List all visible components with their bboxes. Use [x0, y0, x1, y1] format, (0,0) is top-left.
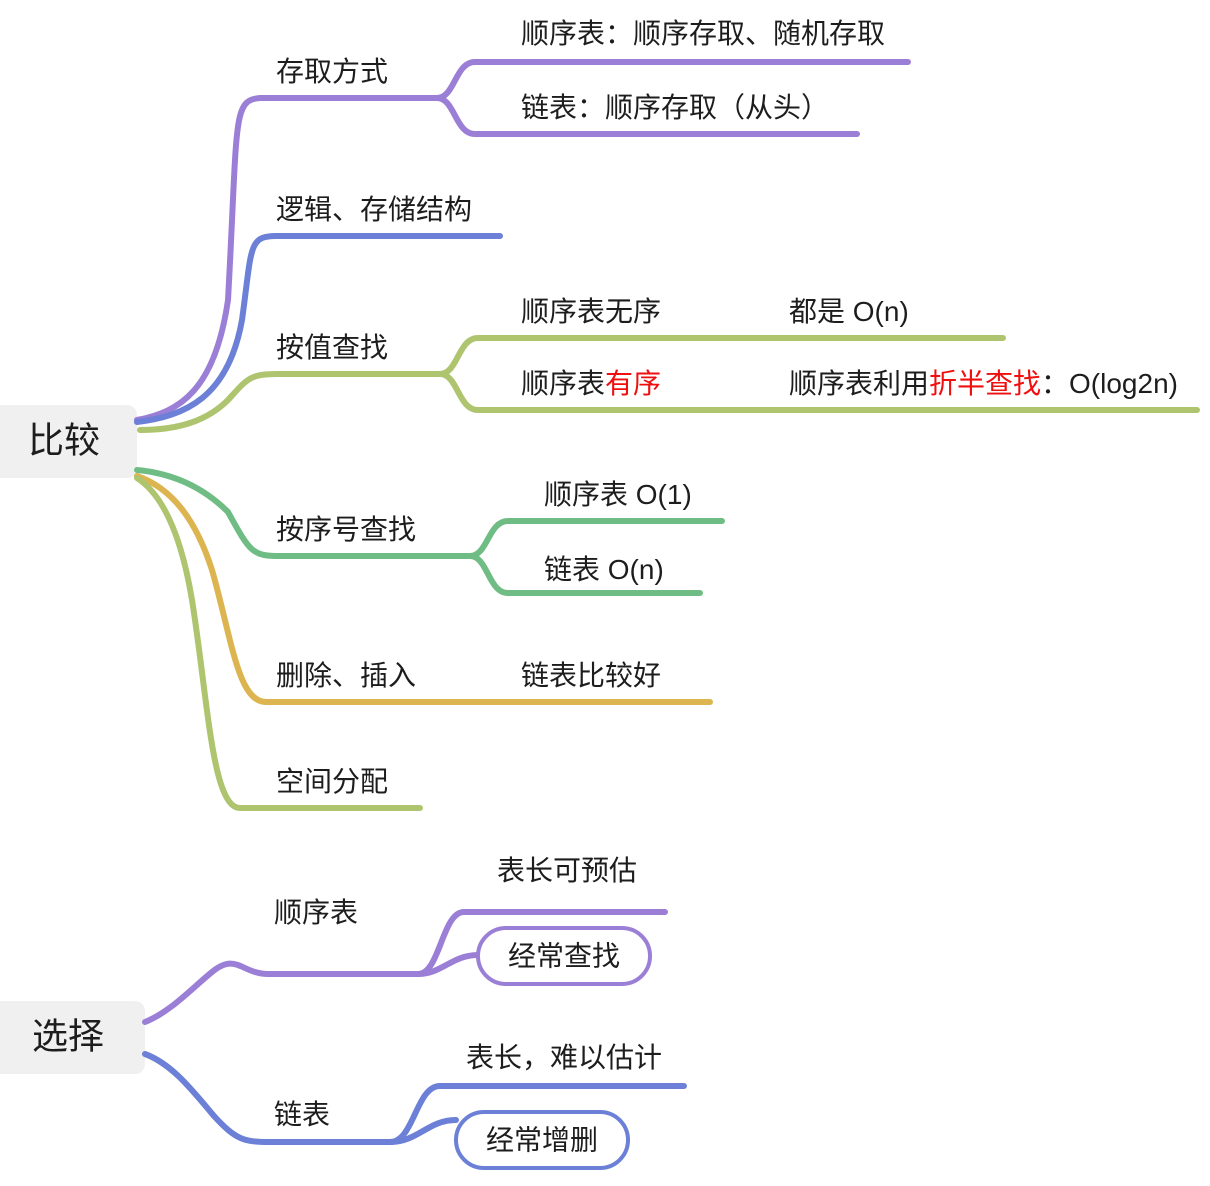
pill-often-search-box: [476, 926, 652, 986]
branch-search-by-value-label: 按值查找: [276, 332, 388, 363]
leaf-seq-ordered-part-0: 顺序表: [521, 368, 605, 399]
leaf-seq-ordered-note-2: ：O(log2n): [1041, 368, 1178, 399]
branch-search-by-value-line: [137, 371, 443, 433]
branch-space-allocation-line: [134, 475, 423, 811]
leaf-seq-ordered-label: 顺序表有序: [521, 368, 661, 399]
leaf-seq-access-label: 顺序表：顺序存取、随机存取: [521, 18, 885, 49]
branch-choose-linkedlist-label: 链表: [274, 1099, 330, 1130]
child-often-modify-connector: [387, 1117, 459, 1145]
branch-logic-storage[interactable]: 逻辑、存储结构: [134, 194, 503, 425]
branch-access-mode[interactable]: 存取方式 顺序表：顺序存取、随机存取 链表：顺序存取（从头）: [134, 18, 911, 423]
child-link-index-line: [467, 553, 703, 596]
pill-often-search-label: 经常查找: [508, 940, 620, 971]
pill-often-modify-box: [454, 1110, 630, 1170]
branch-search-by-index[interactable]: 按序号查找 顺序表 O(1) 链表 O(n): [134, 467, 725, 596]
root-node-choose[interactable]: 选择: [0, 1001, 145, 1074]
branch-search-by-value[interactable]: 按值查找 顺序表无序 都是 O(n) 顺序表有序 顺序表利用折半查找：O(log…: [137, 296, 1200, 433]
branch-choose-linkedlist[interactable]: 链表 表长，难以估计 经常增删: [142, 1042, 687, 1170]
pill-node-often-search[interactable]: 经常查找: [476, 926, 652, 986]
leaf-len-unpredictable-label: 表长，难以估计: [466, 1042, 662, 1073]
root-choose-box: [0, 1001, 145, 1074]
branch-search-by-index-line: [134, 467, 473, 559]
leaf-link-access-label: 链表：顺序存取（从头）: [521, 92, 829, 123]
leaf-seq-ordered-note: 顺序表利用折半查找：O(log2n): [789, 368, 1178, 399]
root-choose-label: 选择: [32, 1016, 104, 1057]
leaf-seq-ordered-part-1: 有序: [605, 368, 661, 399]
child-seq-ordered-line: [437, 371, 1200, 413]
leaf-seq-index-label: 顺序表 O(1): [544, 479, 692, 510]
branch-search-by-index-label: 按序号查找: [276, 514, 416, 545]
child-link-access-line: [434, 95, 860, 137]
branch-choose-seqlist-line: [142, 960, 421, 1025]
branch-delete-insert-line: [134, 473, 713, 705]
branch-space-allocation-label: 空间分配: [276, 766, 388, 797]
leaf-seq-unordered-note: 都是 O(n): [789, 296, 909, 327]
leaf-link-better-label: 链表比较好: [521, 660, 661, 691]
pill-node-often-modify[interactable]: 经常增删: [454, 1110, 630, 1170]
branch-space-allocation[interactable]: 空间分配: [134, 475, 423, 811]
root-node-compare[interactable]: 比较: [0, 405, 137, 478]
branch-choose-seqlist[interactable]: 顺序表 表长可预估 经常查找: [142, 855, 668, 1025]
pill-often-modify-label: 经常增删: [486, 1124, 598, 1155]
branch-logic-storage-line: [134, 233, 503, 425]
leaf-seq-unordered-label: 顺序表无序: [521, 296, 661, 327]
leaf-seq-ordered-note-0: 顺序表利用: [789, 368, 929, 399]
branch-logic-storage-label: 逻辑、存储结构: [276, 194, 472, 225]
root-compare-box: [0, 405, 137, 478]
branch-access-mode-label: 存取方式: [276, 56, 388, 87]
leaf-seq-ordered-note-1: 折半查找: [929, 368, 1041, 399]
branch-choose-seqlist-label: 顺序表: [274, 897, 358, 928]
leaf-len-predictable-label: 表长可预估: [497, 855, 637, 886]
branch-delete-insert[interactable]: 删除、插入 链表比较好: [134, 473, 713, 705]
branch-delete-insert-label: 删除、插入: [276, 660, 416, 691]
leaf-link-index-label: 链表 O(n): [544, 554, 664, 585]
root-compare-label: 比较: [28, 420, 100, 461]
branch-choose-linkedlist-line: [142, 1051, 393, 1145]
branch-access-mode-line: [134, 95, 440, 423]
child-often-search-connector: [415, 952, 481, 977]
child-seq-index-line: [467, 518, 725, 559]
